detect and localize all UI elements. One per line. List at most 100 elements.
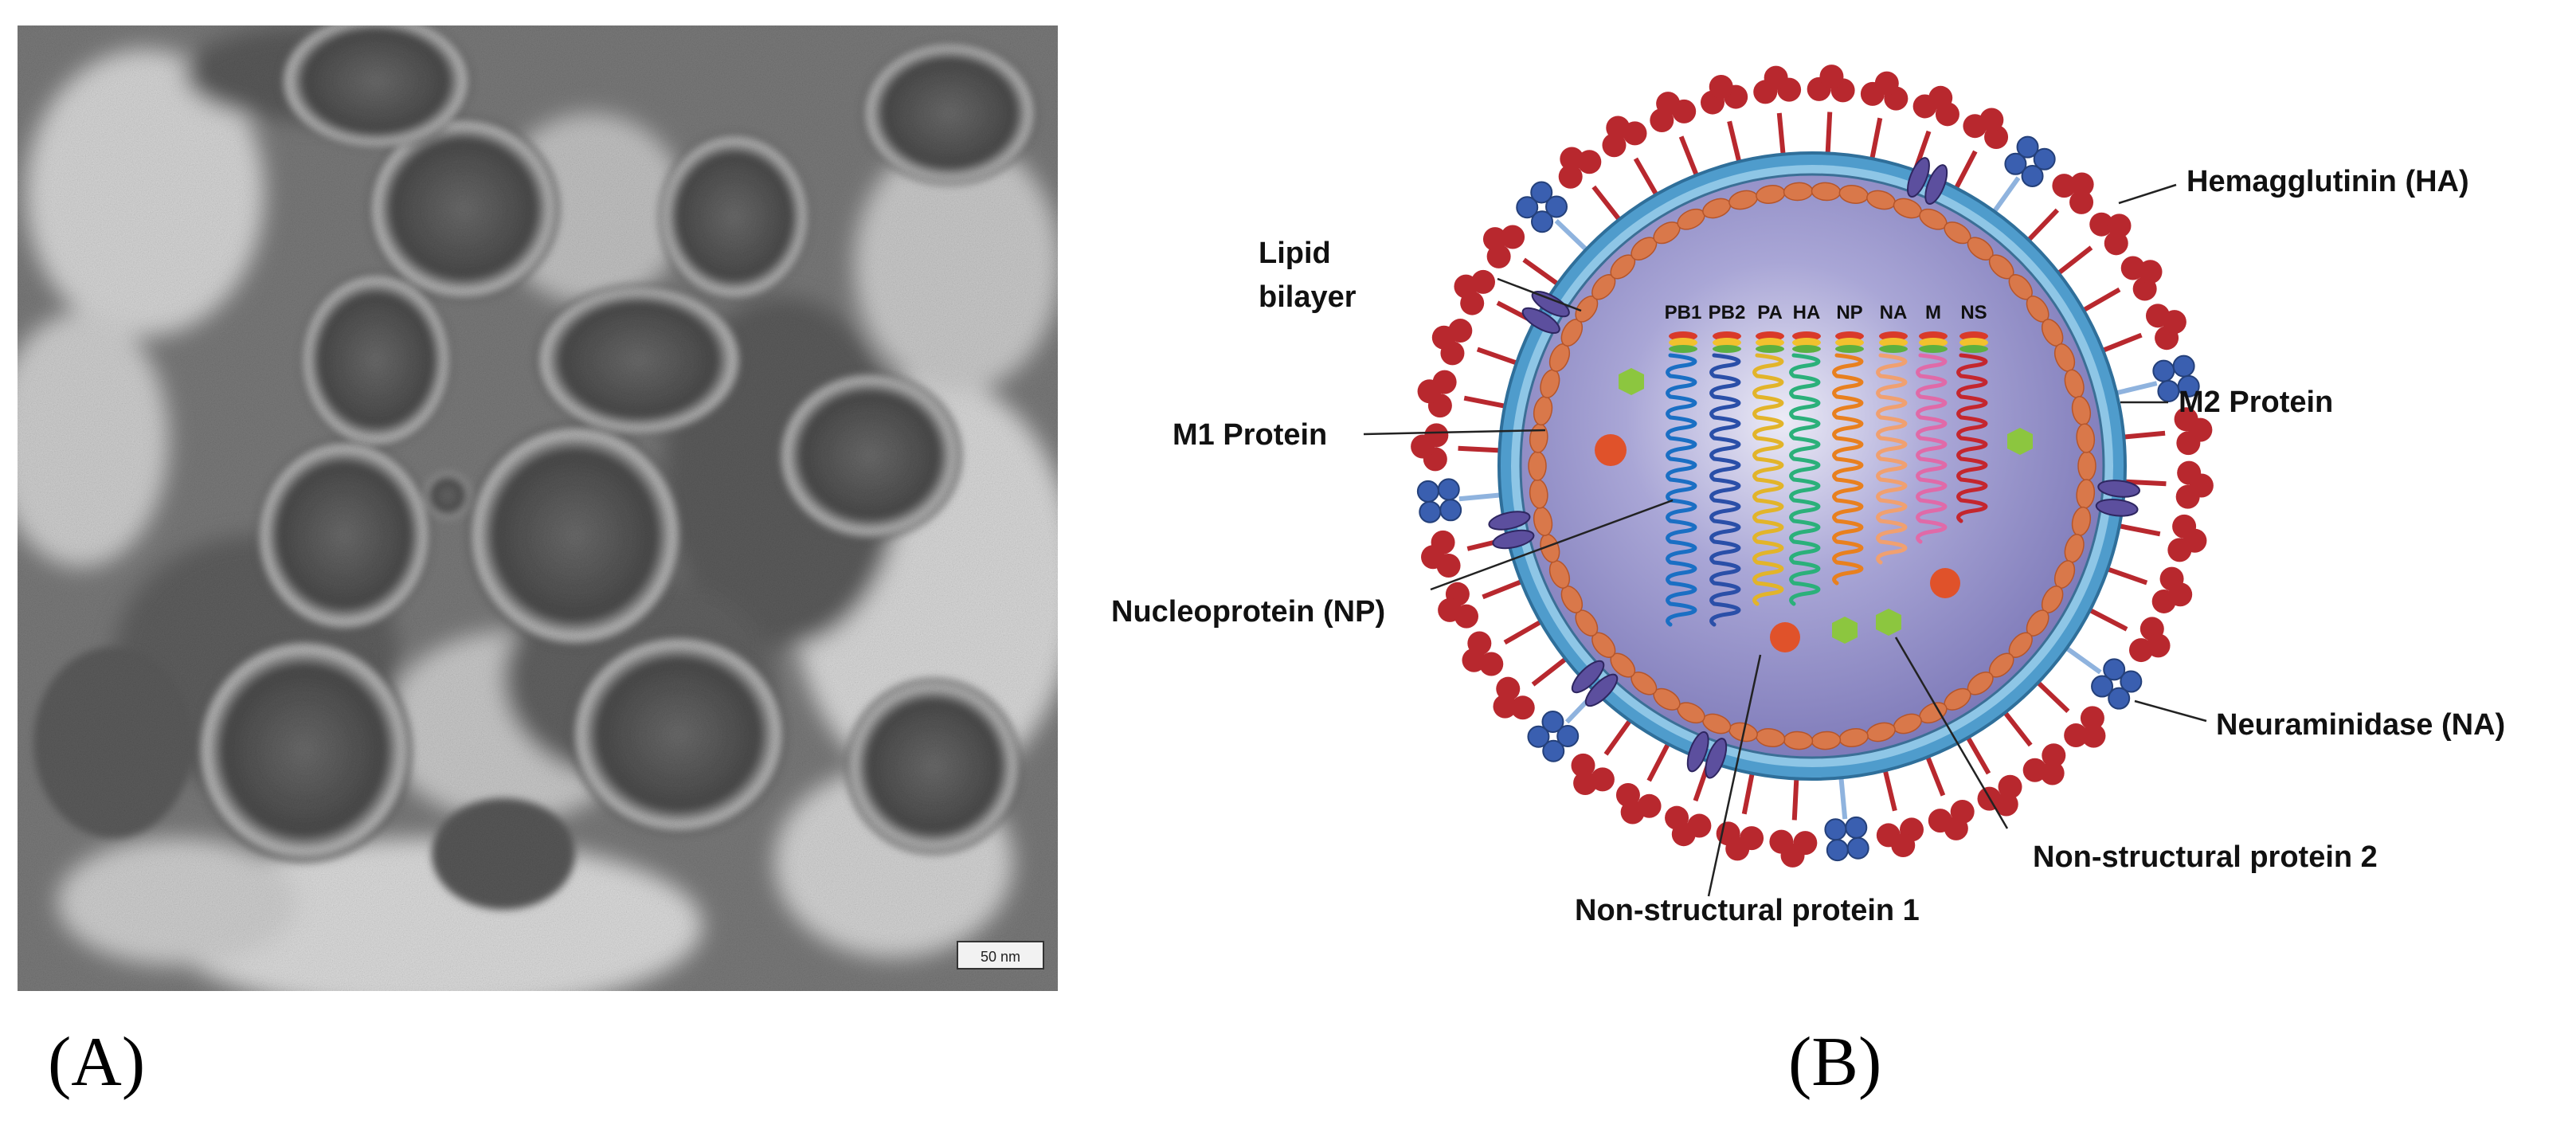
scale-bar-box: [957, 941, 1044, 970]
influenza-virion-diagram: PB1 PB2 PA HA NP NA M NS Hemagglutinin (…: [1111, 65, 2505, 927]
m1-protein-unit: [2077, 451, 2096, 481]
ns1-label: Non-structural protein 1: [1575, 894, 1920, 927]
ns1-leader-line: [1707, 654, 1762, 897]
hemagglutinin-spike: [2122, 460, 2214, 509]
rna-segment: [1666, 331, 1697, 627]
ns1-proteins: [1595, 434, 1960, 652]
m2-channel: [2095, 480, 2141, 517]
m1-protein-unit: [1528, 451, 1547, 481]
hemagglutinin-spike: [2001, 709, 2066, 785]
hemagglutinin-spike: [1417, 370, 1508, 418]
ns2-protein-hexagon: [1832, 617, 1858, 644]
segment-label: PA: [1757, 302, 1783, 323]
rna-segment: [1876, 331, 1908, 565]
ns1-protein-dot: [1770, 622, 1800, 652]
electron-micrograph-image: 50 nm: [18, 25, 1058, 991]
ns2-protein-hexagon: [1619, 368, 1644, 395]
panel-a-letter: (A): [48, 1024, 146, 1101]
hemagglutinin-spike: [1860, 71, 1909, 162]
hemagglutinin-spike: [1964, 734, 2022, 817]
neuraminidase-spike: [1416, 478, 1503, 523]
hemagglutinin-spike: [1602, 116, 1660, 198]
segment-labels: PB1 PB2 PA HA NP NA M NS: [1665, 302, 1987, 323]
leader-lines: [1363, 183, 2207, 897]
neuraminidase-spike: [2063, 644, 2143, 710]
segment-label: NP: [1836, 302, 1862, 323]
hemagglutinin-spike: [1482, 225, 1561, 288]
hemagglutinin-spike: [1411, 423, 1502, 472]
hemagglutinin-spike: [2034, 679, 2106, 748]
m1-protein-ring: [1528, 182, 2096, 750]
hemagglutinin-spike: [2104, 566, 2193, 613]
segment-label: M: [1925, 302, 1941, 323]
segment-label: NS: [1960, 302, 1987, 323]
lipid-bilayer-label-line2: bilayer: [1259, 280, 1357, 314]
hemagglutinin-spike: [2121, 407, 2213, 456]
m1-leader-line: [1363, 429, 1546, 436]
m2-channel: [1907, 157, 1948, 205]
segment-label: NA: [1880, 302, 1908, 323]
hemagglutinin-spike: [1493, 655, 1569, 720]
hemagglutinin-spike: [2116, 514, 2207, 562]
ns2-proteins: [1619, 368, 2033, 644]
m1-protein-unit: [2076, 423, 2096, 453]
neuraminidase-label: Neuraminidase (NA): [2216, 708, 2505, 742]
ns2-protein-hexagon: [1876, 609, 1901, 636]
segment-label: PB1: [1665, 302, 1702, 323]
segment-label: PB2: [1709, 302, 1746, 323]
hemagglutinin-spike: [1769, 776, 1818, 868]
rna-segments: [1666, 331, 1988, 627]
m2-channel: [1488, 511, 1535, 550]
hemagglutinin-spike: [1650, 92, 1700, 178]
rna-segment: [1916, 331, 1948, 544]
hemagglutinin-spike: [2025, 172, 2094, 244]
rna-segment: [1832, 331, 1864, 586]
hemagglutinin-spike: [1952, 108, 2009, 192]
hemagglutinin-spike: [1753, 65, 1802, 157]
ns2-leader-line: [1894, 637, 2009, 829]
rna-segment: [1709, 331, 1741, 627]
rna-segment: [1789, 331, 1821, 606]
hemagglutinin-spike: [1438, 578, 1525, 629]
surface-glycoproteins: [1411, 65, 2214, 868]
hemagglutinin-spike: [1876, 767, 1924, 857]
ns1-protein-dot: [1595, 434, 1627, 466]
hemagglutinin-spike: [1665, 758, 1713, 847]
neuraminidase-spike: [1824, 775, 1869, 862]
hemagglutinin-spike: [1701, 75, 1748, 165]
nucleoprotein-label: Nucleoprotein (NP): [1111, 595, 1385, 629]
lipid-bilayer-label-line1: Lipid: [1259, 237, 1331, 270]
hemagglutinin-spike: [2100, 304, 2186, 354]
rna-segment: [1956, 331, 1988, 523]
panel-b-letter: (B): [1788, 1024, 1882, 1101]
m2-protein-channels: [1488, 157, 2141, 779]
neuraminidase-spike: [1991, 135, 2056, 215]
hemagglutinin-spike: [2055, 212, 2132, 277]
hemagglutinin-label: Hemagglutinin (HA): [2186, 165, 2469, 198]
neuraminidase-spike: [1516, 181, 1590, 253]
m1-protein-label: M1 Protein: [1173, 418, 1327, 452]
ns2-label: Non-structural protein 2: [2033, 840, 2378, 874]
hemagglutinin-spike: [1924, 754, 1975, 840]
m2-channel: [1521, 290, 1570, 335]
ns1-protein-dot: [1930, 568, 1960, 598]
hemagglutinin-spike: [1615, 740, 1672, 825]
hemagglutinin-spike: [2086, 606, 2171, 663]
hemagglutinin-spike: [1462, 618, 1544, 676]
rna-segment: [1752, 331, 1784, 606]
ha-leader-line: [2118, 183, 2177, 205]
na-leader-line: [2134, 699, 2207, 723]
virion-interior: [1519, 173, 2105, 759]
segment-label: HA: [1793, 302, 1821, 323]
hemagglutinin-spike: [1716, 770, 1764, 861]
neuraminidase-spike: [2113, 355, 2200, 402]
ns2-protein-hexagon: [2007, 428, 2033, 455]
m2-channel: [1686, 731, 1728, 779]
hemagglutinin-spike: [1807, 65, 1855, 156]
hemagglutinin-spike: [1571, 717, 1634, 796]
hemagglutinin-spike: [2080, 256, 2163, 314]
hemagglutinin-spike: [1912, 85, 1959, 174]
hemagglutinin-spike: [1558, 147, 1623, 223]
np-leader-line: [1430, 499, 1674, 591]
hemagglutinin-spike: [1431, 319, 1520, 366]
